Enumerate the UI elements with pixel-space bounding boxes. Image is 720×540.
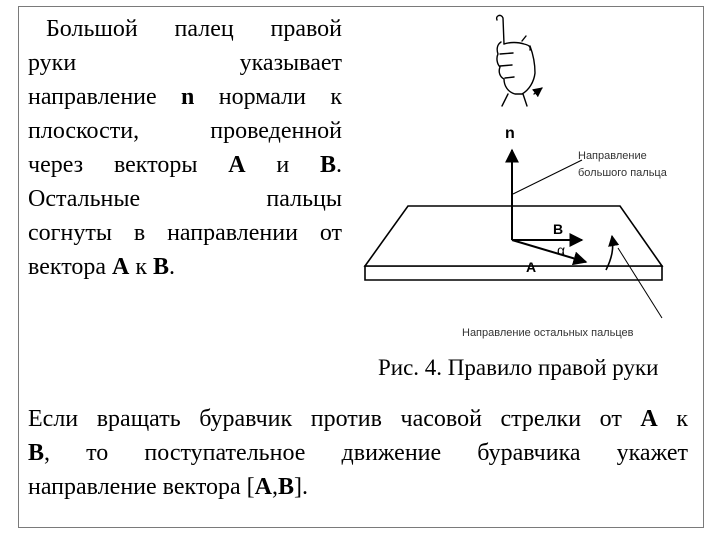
text-fragment: и: [276, 152, 290, 178]
text-fragment: векторы: [113, 152, 198, 178]
vector-a-symbol: A: [254, 474, 273, 500]
text-fragment: , то поступательное движение буравчика у…: [44, 440, 688, 466]
right-hand-thumb-up-icon: [495, 14, 543, 107]
text-fragment: ].: [294, 474, 309, 500]
thumb-direction-label-2: большого пальца: [578, 167, 668, 179]
text-fragment: к: [657, 406, 688, 432]
text-fragment: согнуты в направлении от: [28, 220, 342, 246]
text-fragment: проведенной: [210, 118, 342, 144]
text-fragment: через: [28, 152, 84, 178]
text-fragment: руки: [28, 50, 77, 76]
text-line: направление вектора [A,B].: [28, 470, 688, 504]
a-label: A: [526, 259, 536, 275]
text-fragment: пальцы: [266, 186, 342, 212]
vector-b-symbol: B: [153, 254, 170, 280]
alpha-label: α: [557, 242, 565, 258]
text-fragment: .: [169, 254, 176, 280]
plane-figure: [363, 205, 664, 281]
figure-caption: Рис. 4. Правило правой руки: [378, 355, 659, 380]
gimlet-rule-text: Если вращать буравчик против часовой стр…: [28, 402, 688, 504]
text-line: согнуты в направлении от: [28, 216, 342, 250]
vector-a-arrow: [511, 239, 588, 266]
text-line: B, то поступательное движение буравчика …: [28, 436, 688, 470]
text-line: руки указывает: [28, 46, 342, 80]
n-label: n: [505, 125, 515, 142]
text-line: Остальные пальцы: [28, 182, 342, 216]
text-fragment: направление вектора [: [28, 474, 255, 500]
fingers-direction-label: Направление остальных пальцев: [462, 327, 634, 339]
text-fragment: ,: [272, 474, 279, 500]
text-fragment: Остальные: [28, 186, 141, 212]
text-line: через векторы A и B.: [28, 148, 342, 182]
text-line: Если вращать буравчик против часовой стр…: [28, 402, 688, 436]
right-hand-rule-diagram: n B α A Направление большого пальца Напр…: [363, 14, 668, 339]
text-fragment: .: [336, 152, 343, 178]
text-fragment: плоскости,: [28, 118, 140, 144]
text-fragment: к: [129, 254, 154, 280]
text-line: направление n нормали к: [28, 80, 342, 114]
text-fragment: Большой палец правой: [46, 16, 342, 42]
b-label: B: [553, 221, 563, 237]
vector-a-symbol: A: [112, 254, 130, 280]
rule-description: Большой палец правой руки указывает напр…: [28, 12, 342, 284]
slide-frame: [18, 6, 704, 528]
vector-a-symbol: A: [640, 406, 658, 432]
text-fragment: указывает: [239, 50, 342, 76]
text-fragment: Если вращать буравчик против часовой стр…: [28, 406, 641, 432]
vector-b-symbol: B: [278, 474, 295, 500]
vector-a-symbol: A: [228, 152, 246, 178]
text-line: плоскости, проведенной: [28, 114, 342, 148]
text-fragment: нормали к: [194, 84, 342, 110]
vector-n-symbol: n: [181, 84, 195, 110]
vector-b-symbol: B: [320, 152, 337, 178]
text-fragment: вектора: [28, 254, 113, 280]
vector-b-symbol: B: [28, 440, 45, 466]
text-line: Большой палец правой: [28, 12, 342, 46]
fingers-direction-pointer: [617, 247, 663, 319]
thumb-direction-pointer: [512, 159, 583, 195]
text-fragment: направление: [28, 84, 182, 110]
text-line: вектора A к B.: [28, 250, 342, 284]
thumb-direction-label-1: Направление: [578, 150, 647, 162]
rotation-arc: [605, 234, 620, 271]
